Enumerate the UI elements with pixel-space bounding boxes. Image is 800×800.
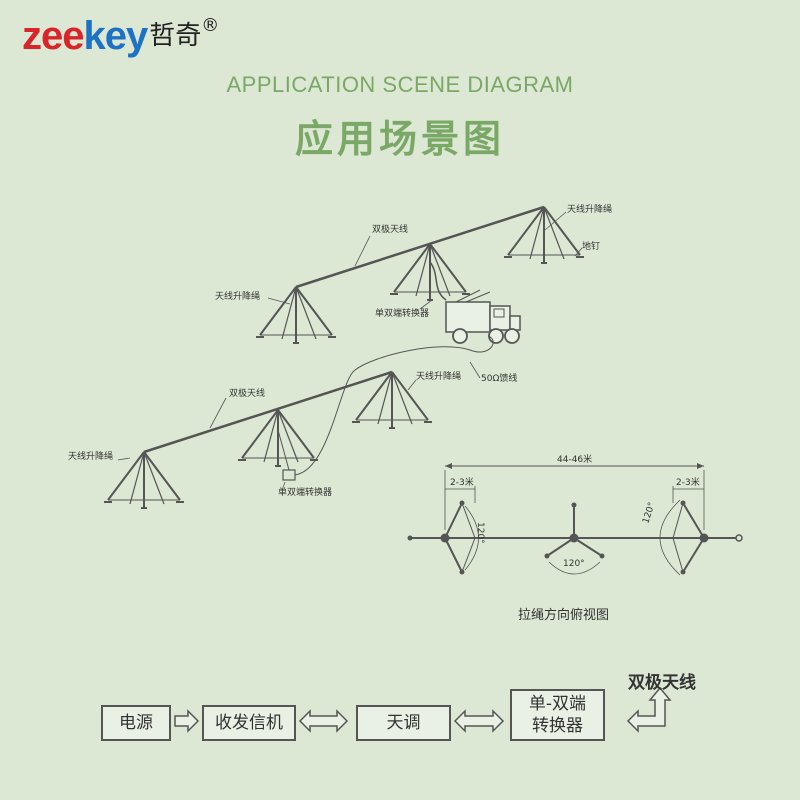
lower-left-mast [103,451,185,509]
lower-dipole-wire [143,370,393,454]
upper-antenna [255,205,585,344]
arrow-tuner-converter [453,709,505,733]
chain-arrows [174,686,672,733]
upper-dipole-wire [295,205,545,289]
arrow-power-to-transceiver [174,709,200,733]
lower-antenna [103,370,433,509]
tuner-box: 天调 [356,705,451,741]
label-angle-center: 120° [563,559,585,569]
converter-box-chain: 单-双端 转换器 [510,689,605,741]
title-english: APPLICATION SCENE DIAGRAM [226,72,574,97]
label-angle-right: 120° [641,501,657,525]
arrow-transceiver-tuner [298,709,349,733]
label-converter-bottom: 单双端转换器 [278,486,332,498]
brand-logo: zee key 哲奇 ® [22,14,219,58]
logo-registered: ® [201,15,220,36]
antenna-label: 双极天线 [628,673,696,693]
label-rope-mid-right: 天线升降绳 [416,370,461,382]
logo-key: key [83,14,149,58]
label-dipole-top: 双极天线 [372,223,408,235]
top-view-caption: 拉绳方向俯视图 [518,608,610,623]
converter-label-line1: 单-双端 [528,694,587,714]
power-label: 电源 [119,713,153,733]
transceiver-box: 收发信机 [202,705,296,741]
label-right-offset: 2-3米 [676,476,700,488]
label-span: 44-46米 [557,453,592,465]
tuner-label: 天调 [386,713,421,733]
converter-box [282,469,296,481]
upper-left-mast [255,286,337,344]
label-converter-top: 单双端转换器 [375,307,429,319]
label-dipole-bottom: 双极天线 [229,387,265,399]
feedline-cable [294,335,494,476]
label-angle-left: 120° [475,522,485,544]
label-rope-bottom-left: 天线升降绳 [68,450,113,462]
transceiver-label: 收发信机 [215,713,283,733]
label-left-offset: 2-3米 [450,476,474,488]
label-feedline: 50Ω馈线 [481,372,517,384]
label-rope-top-left: 天线升降绳 [215,290,260,302]
label-rope-top-right: 天线升降绳 [567,203,612,215]
arrow-converter-antenna [626,686,672,733]
logo-zee: zee [22,14,84,58]
top-view [407,463,743,576]
title-chinese: 应用场景图 [294,117,505,161]
label-ground-nail: 地钉 [582,240,600,252]
vehicle-icon [445,289,521,344]
power-box: 电源 [101,705,171,741]
converter-label-line2: 转换器 [532,716,583,736]
logo-chinese: 哲奇 [149,21,202,51]
